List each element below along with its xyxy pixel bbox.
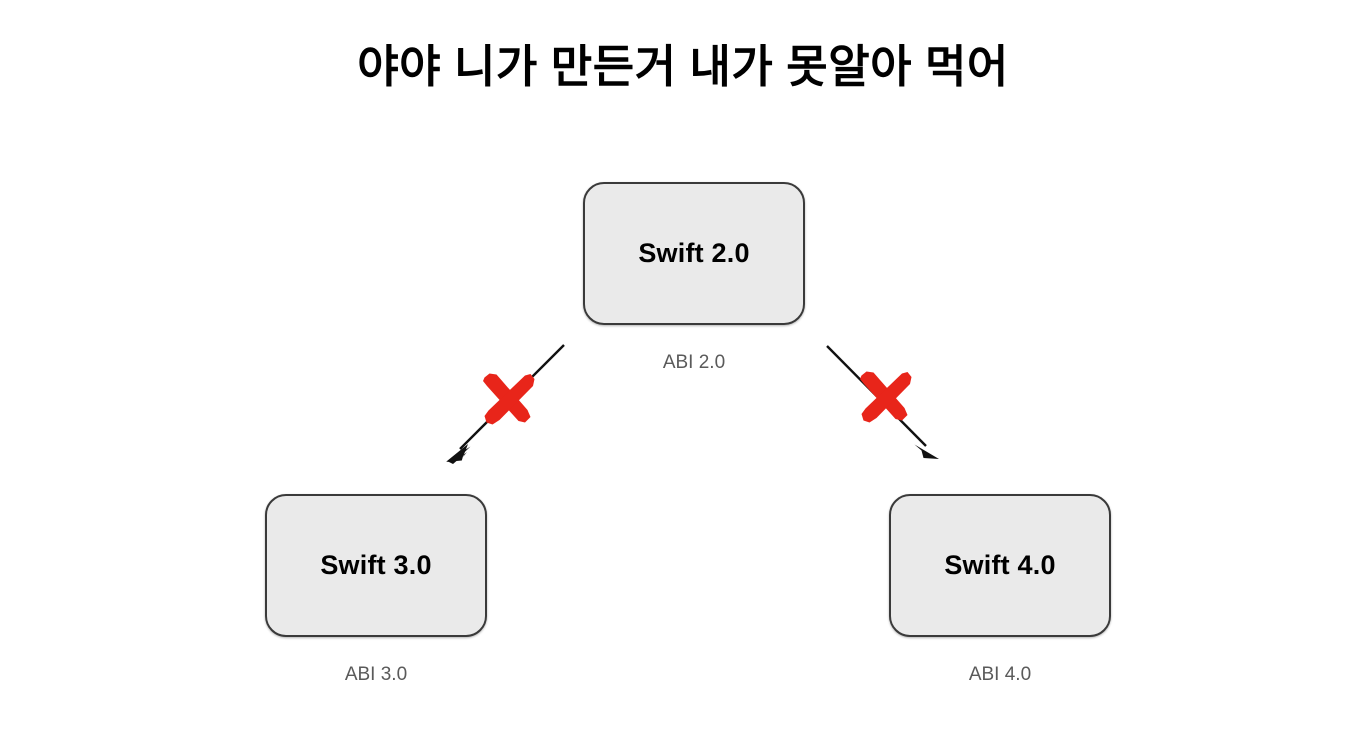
node-swift-3-0[interactable]: Swift 3.0 <box>265 494 487 637</box>
edge-left-line <box>459 344 565 450</box>
edge-right <box>826 345 939 459</box>
node-swift-3-0-caption: ABI 3.0 <box>344 664 408 685</box>
edge-left-x-icon <box>483 373 535 425</box>
node-swift-4-0-label: Swift 4.0 <box>944 550 1056 580</box>
node-swift-3-0-label: Swift 3.0 <box>320 550 432 580</box>
edge-left-arrowhead <box>447 444 468 464</box>
edge-right-line <box>826 345 927 447</box>
edge-right-arrow-tip <box>914 444 939 459</box>
edge-left-arrow-tip <box>446 446 471 462</box>
node-swift-4-0[interactable]: Swift 4.0 <box>889 494 1111 637</box>
node-swift-4-0-caption: ABI 4.0 <box>968 664 1032 685</box>
edge-right-x-icon <box>860 371 912 423</box>
node-swift-2-0[interactable]: Swift 2.0 <box>583 182 805 325</box>
node-swift-2-0-caption: ABI 2.0 <box>662 352 726 373</box>
node-swift-2-0-label: Swift 2.0 <box>638 238 750 268</box>
page-title: 야야 니가 만든거 내가 못알아 먹어 <box>357 41 1009 92</box>
edge-left <box>446 344 565 464</box>
